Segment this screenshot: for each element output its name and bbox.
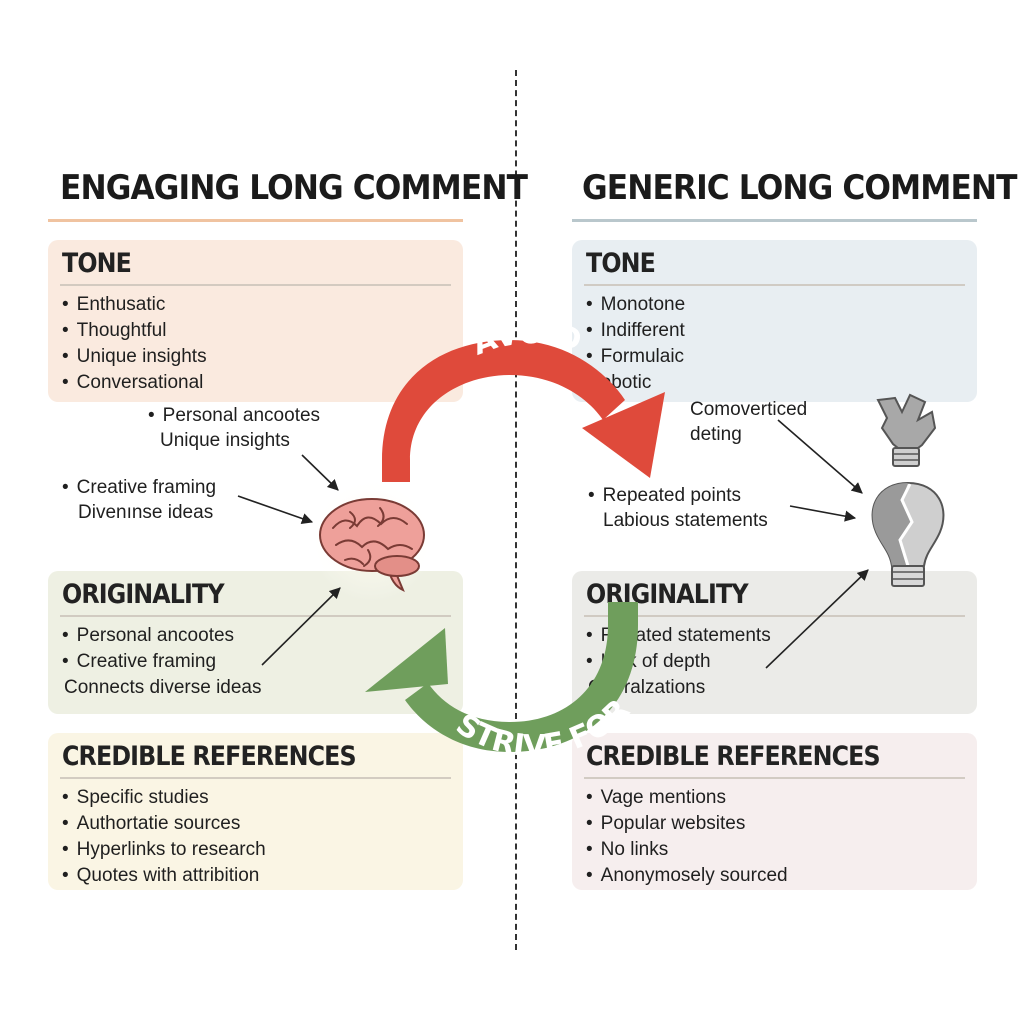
list-item: Specific studies xyxy=(62,785,266,811)
list-item: Popular websites xyxy=(586,811,788,837)
left-originality-list: Personal ancootes Creative framing Conne… xyxy=(62,623,262,701)
list-item: Connects diverse ideas xyxy=(64,677,262,698)
list-item: Unique insights xyxy=(62,344,207,370)
left-title: ENGAGING LONG COMMENT xyxy=(60,168,528,208)
left-originality-panel: ORIGINALITY Personal ancootes Creative f… xyxy=(48,571,463,714)
list-item: Formulaic xyxy=(586,344,685,370)
right-tone-list: Monotone Indifferent Formulaic Pobotic xyxy=(586,292,685,396)
left-note-insights: Personal ancootes Unique insights xyxy=(148,403,320,453)
right-note-converted: Comoverticed deting xyxy=(690,397,807,447)
note-line: Personal ancootes xyxy=(148,403,320,428)
pointer-arrow xyxy=(301,454,339,491)
pointer-arrow xyxy=(789,505,857,522)
panel-rule xyxy=(60,777,451,779)
panel-rule xyxy=(60,284,451,286)
note-line: Divenınse ideas xyxy=(78,502,214,523)
panel-rule xyxy=(60,615,451,617)
left-references-heading: CREDIBLE REFERENCES xyxy=(62,741,357,772)
list-item: Monotone xyxy=(586,292,686,318)
note-line: deting xyxy=(690,424,742,445)
panel-rule xyxy=(584,777,965,779)
left-title-rule xyxy=(48,219,463,222)
right-references-heading: CREDIBLE REFERENCES xyxy=(586,741,881,772)
list-item: Indifferent xyxy=(586,318,685,344)
avoid-label: AVOID xyxy=(468,316,585,363)
left-note-framing: Creative framing Divenınse ideas xyxy=(62,475,216,525)
note-line: Labious statements xyxy=(603,510,768,531)
list-item: Personal ancootes xyxy=(62,623,262,649)
right-title: GENERIC LONG COMMENT xyxy=(582,168,1018,208)
left-references-list: Specific studies Authortatie sources Hyp… xyxy=(62,785,266,889)
note-line: Comoverticed xyxy=(690,399,808,420)
pointer-arrow xyxy=(237,495,314,524)
broken-bulb-icon xyxy=(876,393,937,467)
list-item: Quotes with attribition xyxy=(62,863,266,889)
list-item: Laık of depth xyxy=(586,649,771,675)
panel-rule xyxy=(584,615,965,617)
list-item: Authortatie sources xyxy=(62,811,266,837)
note-line: Repeated points xyxy=(588,483,768,508)
list-item: Reı ated statements xyxy=(586,623,771,649)
list-item: Conversational xyxy=(62,370,207,396)
left-tone-heading: TONE xyxy=(62,248,132,279)
list-item: Vage mentions xyxy=(586,785,788,811)
left-tone-panel: TONE Enthusatic Thoughtful Unique insigh… xyxy=(48,240,463,402)
right-originality-panel: ORIGINALITY Reı ated statements Laık of … xyxy=(572,571,977,714)
right-references-panel: CREDIBLE REFERENCES Vage mentions Popula… xyxy=(572,733,977,890)
note-line: Creative framing xyxy=(62,475,216,500)
left-originality-heading: ORIGINALITY xyxy=(62,579,225,610)
right-originality-heading: ORIGINALITY xyxy=(586,579,749,610)
right-note-repeated: Repeated points Labious statements xyxy=(588,483,768,533)
panel-rule xyxy=(584,284,965,286)
right-title-rule xyxy=(572,219,977,222)
right-tone-panel: TONE Monotone Indifferent Formulaic Pobo… xyxy=(572,240,977,402)
list-item: Pobotic xyxy=(588,372,652,393)
list-item: Creative framing xyxy=(62,649,262,675)
list-item: Gı eralzations xyxy=(588,677,706,698)
list-item: Enthusatic xyxy=(62,292,207,318)
list-item: Thoughtful xyxy=(62,318,207,344)
left-references-panel: CREDIBLE REFERENCES Specific studies Aut… xyxy=(48,733,463,890)
list-item: Hyperlinks to research xyxy=(62,837,266,863)
right-originality-list: Reı ated statements Laık of depth Gı era… xyxy=(586,623,771,701)
left-tone-list: Enthusatic Thoughtful Unique insights Co… xyxy=(62,292,207,396)
center-divider xyxy=(515,70,517,950)
list-item: No links xyxy=(586,837,788,863)
right-references-list: Vage mentions Popular websites No links … xyxy=(586,785,788,889)
list-item: Anonymosely sourced xyxy=(586,863,788,889)
note-line: Unique insights xyxy=(160,430,290,451)
right-tone-heading: TONE xyxy=(586,248,656,279)
